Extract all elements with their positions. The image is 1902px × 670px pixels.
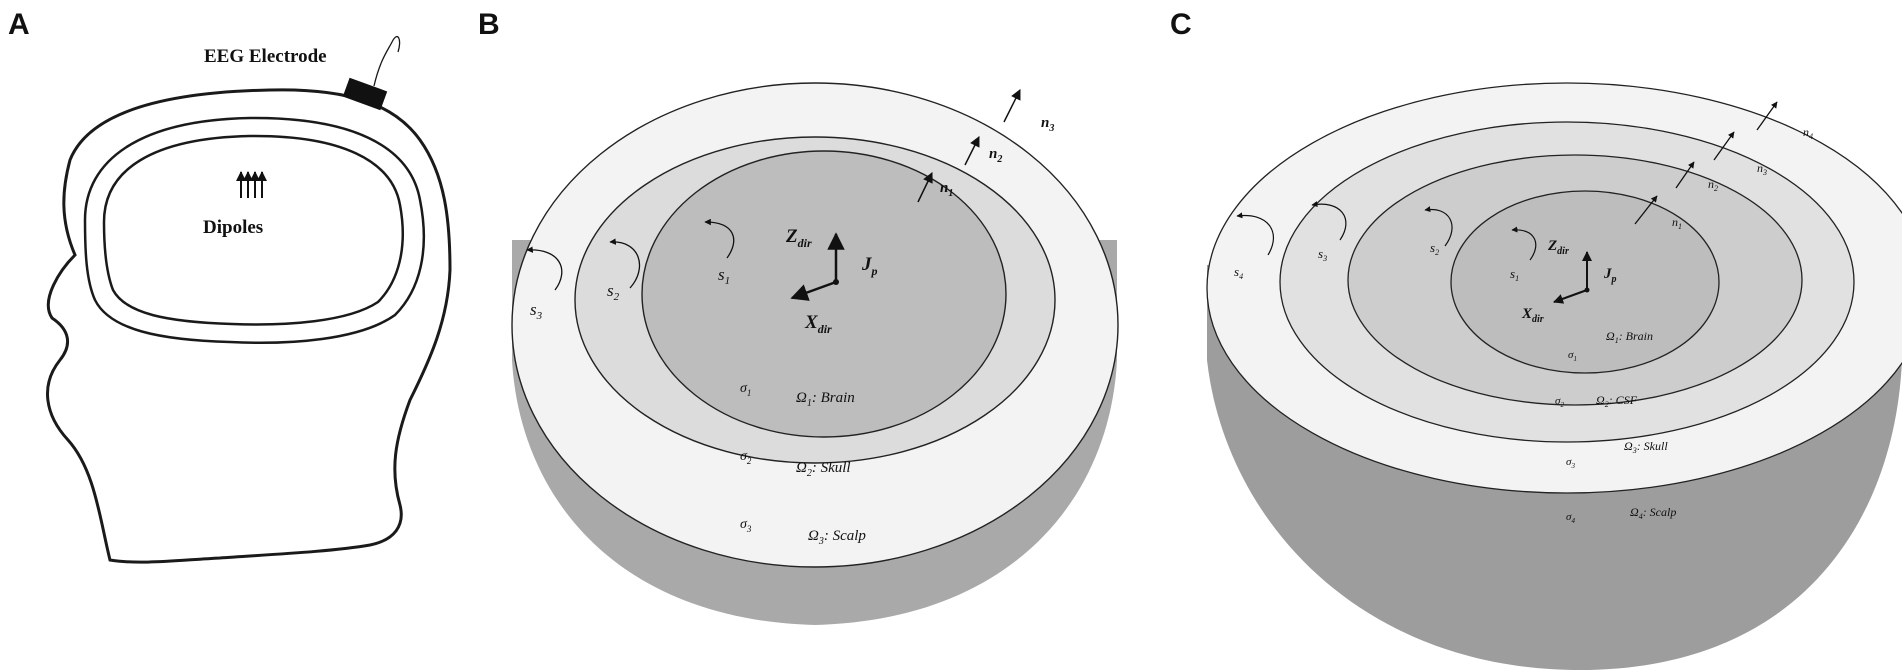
normal-label-c-1: n1 [1672,215,1682,231]
x-dir-label-b: Xdir [804,312,832,336]
surface-arc-c-3 [1311,201,1347,241]
surface-label-b-1: s1 [718,265,730,287]
surface-label-c-1: s1 [1510,266,1519,283]
surface-label-b-2: s2 [607,281,620,303]
surface-label-b-3: s3 [530,300,543,322]
sigma-label-b-1: σ1 [740,381,751,398]
electrode-wire [373,36,401,87]
tissue-label-b-3: Ω3: Scalp [808,528,866,547]
tissue-label-c-1: Ω1: Brain [1606,329,1653,345]
sigma-label-c-4: σ4 [1566,511,1575,525]
normal-label-b-3: n3 [1041,115,1054,134]
skull-inner-outline [102,134,404,326]
panel-c-letter: C [1170,8,1192,41]
panel-b-letter: B [478,8,500,41]
surface-label-c-3: s3 [1318,246,1327,263]
skull-outer-outline [83,116,426,345]
normal-label-c-4: n4 [1803,125,1813,141]
sigma-label-c-2: σ2 [1555,395,1564,409]
tissue-label-b-1: Ω1: Brain [796,390,855,409]
tissue-label-c-2: Ω2: CSF [1596,393,1638,409]
surface-arc-c-2 [1424,206,1453,247]
normal-arrow-b-1 [917,172,933,203]
axes-c [1553,251,1592,304]
surface-label-c-4: s4 [1234,264,1243,281]
brain-layer-c [1450,190,1720,374]
panel-a-head: EEG Electrode Dipoles [46,36,452,564]
normal-label-b-1: n1 [940,180,953,199]
surface-arc-b-3 [526,246,563,291]
brain-layer-b [641,150,1007,438]
surface-arc-b-2 [609,238,641,289]
surface-label-c-2: s2 [1430,240,1439,257]
normal-label-c-2: n2 [1708,177,1718,193]
panel-c-model: n1 n2 n3 n4 s1 s2 s3 s4 Zdir Jp Xdir σ1 … [1206,82,1902,670]
tissue-label-c-3: Ω3: Skull [1624,439,1668,455]
normal-label-c-3: n3 [1757,161,1767,177]
surface-arc-b-1 [704,218,735,259]
tissue-label-b-2: Ω2: Skull [796,460,851,479]
jp-label-c: Jp [1603,266,1617,285]
z-dir-label-c: Zdir [1547,238,1569,257]
sigma-label-c-1: σ1 [1568,349,1577,363]
z-dir-label-b: Zdir [785,226,812,250]
axes-b [790,232,845,301]
eeg-electrode-label: EEG Electrode [204,46,327,67]
sigma-label-b-2: σ2 [740,449,752,466]
normal-arrow-b-3 [1003,89,1021,123]
jp-label-b: Jp [861,254,878,278]
x-dir-label-c: Xdir [1521,306,1544,325]
dipoles-label: Dipoles [203,217,263,238]
normal-arrow-c-1 [1634,195,1658,225]
panel-a-letter: A [8,8,30,41]
normal-arrow-c-4 [1756,101,1778,131]
tissue-label-c-4: Ω4: Scalp [1630,505,1676,521]
normal-arrow-c-2 [1675,161,1695,189]
sigma-label-c-3: σ3 [1566,456,1575,470]
surface-arc-c-4 [1236,212,1274,256]
surface-arc-c-1 [1511,226,1537,261]
normal-label-b-2: n2 [989,146,1002,165]
normal-arrow-c-3 [1713,131,1735,161]
dipole-arrows-icon [236,171,267,198]
sigma-label-b-3: σ3 [740,517,752,534]
panel-b-model: n1 n2 n3 s1 s2 s3 Zdir Jp Xdir σ1 Ω1: Br… [511,82,1119,625]
eeg-electrode-block [342,77,388,111]
normal-arrow-b-2 [964,136,980,166]
